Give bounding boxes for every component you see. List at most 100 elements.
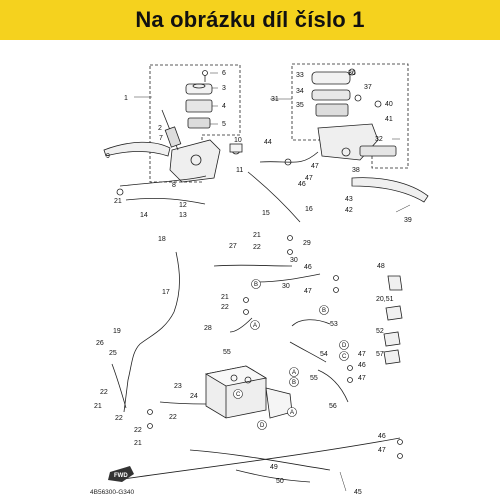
callout-5: 5 [222,121,226,128]
lower-left-hose [111,363,127,409]
ref-circle-c2 [233,389,243,399]
callout-45: 45 [354,489,362,496]
middle-hose-53 [291,319,331,327]
callout-4: 4 [222,103,226,110]
title-banner: Na obrázku díl číslo 1 [0,0,500,40]
callout-47b: 47 [305,175,313,182]
callout-43: 43 [345,196,353,203]
callout-33: 33 [296,72,304,79]
callout-50: 50 [276,478,284,485]
callout-15: 15 [262,210,270,217]
ref-circle-d2 [257,420,267,430]
right-reservoir [311,68,382,117]
upper-brake-hose [119,151,319,223]
callout-21e: 21 [134,440,142,447]
callout-36: 36 [348,70,356,77]
callout-49: 49 [270,464,278,471]
callout-47a: 47 [311,163,319,170]
callout-19: 19 [113,328,121,335]
bottom-hose-49 [235,469,311,483]
ref-circle-b1 [251,279,261,289]
left-master-cylinder-box [149,64,241,183]
clip-48 [387,275,403,291]
callout-56: 56 [329,403,337,410]
middle-hose-54 [289,341,327,363]
callout-21d: 21 [94,403,102,410]
ref-a1: A [253,323,257,329]
ref-b3: B [292,380,296,386]
callout-21c: 21 [221,294,229,301]
callout-3: 3 [222,85,226,92]
callout-46a: 46 [298,181,306,188]
middle-hose-28 [229,317,253,333]
callout-55a: 55 [223,349,231,356]
callout-9: 9 [106,153,110,160]
callout-1: 1 [124,95,128,102]
callout-32: 32 [375,136,383,143]
ref-circle-d1 [339,340,349,350]
callout-18: 18 [158,236,166,243]
clip-20-51 [385,305,403,321]
callout-12: 12 [179,202,187,209]
callouts: 1 2 3 4 5 6 7 8 9 10 11 12 13 14 15 16 1… [94,70,412,496]
callout-52: 52 [376,328,384,335]
callout-22f: 22 [169,414,177,421]
diagram-artwork [103,63,429,483]
callout-21a: 21 [114,198,122,205]
leader-lines [134,72,411,492]
bottom-hose-50 [189,449,331,471]
callout-30b: 30 [282,283,290,290]
callout-37: 37 [364,84,372,91]
callout-53: 53 [330,321,338,328]
callout-38: 38 [352,167,360,174]
callout-48: 48 [377,263,385,270]
callout-35: 35 [296,102,304,109]
bottom-hose-45 [115,437,401,481]
middle-hose-left [123,251,180,413]
callout-44: 44 [264,139,272,146]
callout-47e: 47 [358,375,366,382]
callout-8: 8 [172,182,176,189]
reference-letters: A A A B B B C C D D [236,282,347,429]
right-master-cylinder-box [291,63,409,169]
callout-41: 41 [385,116,393,123]
ref-circle-a3 [287,407,297,417]
left-reservoir [185,70,213,129]
right-master-cylinder [317,123,429,203]
left-master-cylinder [161,109,243,183]
ref-circle-c1 [339,351,349,361]
callout-13: 13 [179,212,187,219]
callout-23: 23 [174,383,182,390]
callout-24: 24 [190,393,198,400]
ref-circle-b2 [319,305,329,315]
callout-30a: 30 [290,257,298,264]
callout-31: 31 [271,96,279,103]
callout-47d: 47 [358,351,366,358]
callout-40: 40 [385,101,393,108]
ref-c2: C [236,392,241,398]
fwd-arrow-icon: FWD [108,466,134,482]
callout-2: 2 [158,125,162,132]
callout-34: 34 [296,88,304,95]
callout-55b: 55 [310,375,318,382]
callout-21b: 21 [253,232,261,239]
callout-6: 6 [222,70,226,77]
callout-27: 27 [229,243,237,250]
fwd-label: FWD [114,473,128,479]
ref-d1: D [342,343,347,349]
callout-20-51: 20,51 [376,296,394,303]
diagram-code: 4B56300-G340 [90,489,134,496]
ref-b2: B [322,308,326,314]
lower-hose-23 [159,401,207,405]
callout-22c: 22 [100,389,108,396]
callout-10: 10 [234,137,242,144]
clip-52 [383,331,401,347]
callout-47c: 47 [304,288,312,295]
ref-circle-b3 [289,377,299,387]
callout-57: 57 [376,351,384,358]
callout-46d: 46 [378,433,386,440]
parts-diagram: FWD 1 2 3 4 5 6 7 8 9 10 11 12 13 14 15 … [90,63,429,496]
ref-b1: B [254,282,258,288]
middle-hose-27 [213,264,293,267]
callout-22a: 22 [253,244,261,251]
